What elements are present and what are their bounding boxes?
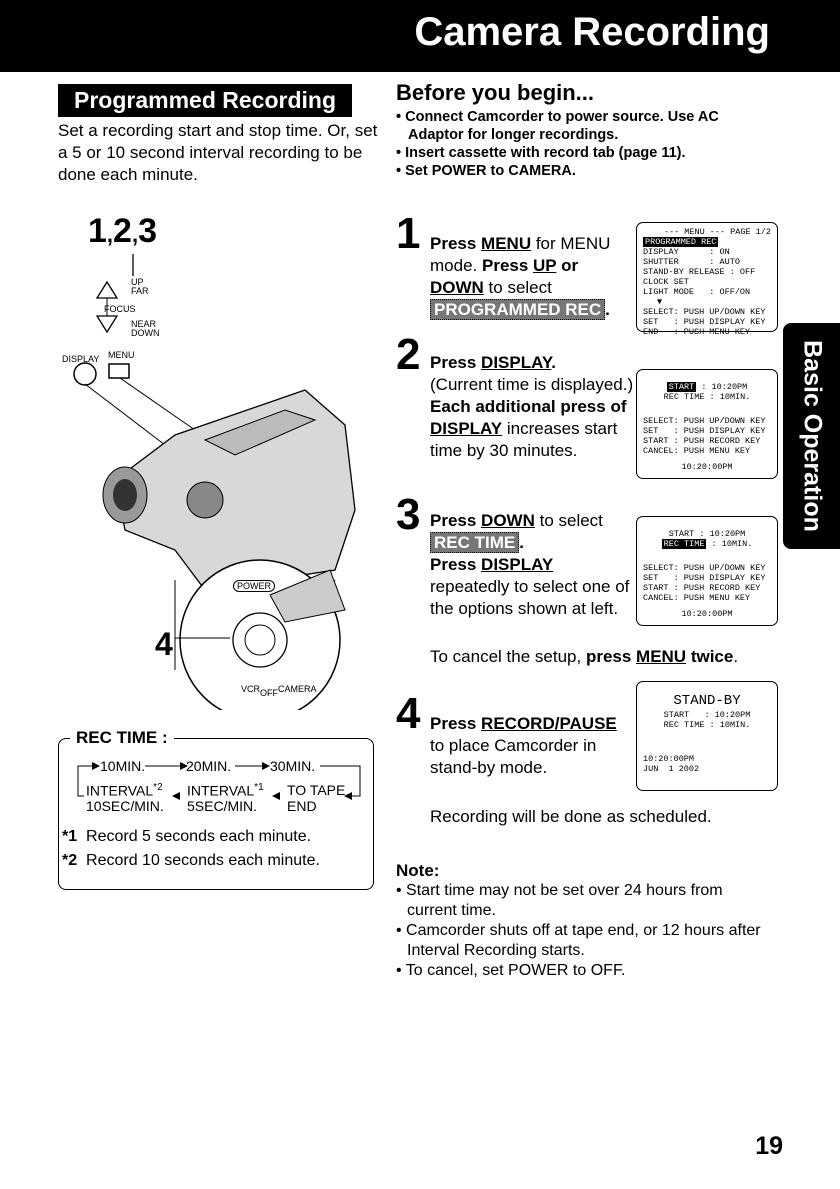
rec-time-box xyxy=(58,738,374,890)
camcorder-illustration xyxy=(73,254,356,710)
step1-number: 1 xyxy=(396,209,421,258)
before-item: Set POWER to CAMERA. xyxy=(396,162,776,180)
step2-number: 2 xyxy=(396,330,421,379)
rec-time-diagram xyxy=(77,762,361,800)
cancel-text: To cancel the setup, press MENU twice. xyxy=(430,647,739,666)
menu-label: MENU xyxy=(108,350,135,360)
steps-label: 1,2,3 xyxy=(88,212,158,250)
step3-text: Press DOWN to select REC TIME. Press DIS… xyxy=(430,511,630,618)
page-number: 19 xyxy=(755,1132,783,1160)
screen-standby: STAND-BY START : 10:20PM REC TIME : 10MI… xyxy=(636,681,778,791)
opt-20min: 20MIN. xyxy=(186,758,232,774)
display-label: DISPLAY xyxy=(62,354,100,364)
header-bar xyxy=(0,0,840,72)
opt-10sec: 10SEC/MIN. xyxy=(86,798,164,814)
screen-start: START : 10:20PM REC TIME : 10MIN. SELECT… xyxy=(636,369,778,479)
before-item: Insert cassette with record tab (page 11… xyxy=(396,144,776,162)
off-label: OFF xyxy=(260,688,278,698)
before-item: Connect Camcorder to power source. Use A… xyxy=(396,108,776,144)
step1-text: Press MENU for MENU mode. Press UP or DO… xyxy=(430,234,611,320)
opt-30min: 30MIN. xyxy=(270,758,316,774)
note-item: To cancel, set POWER to OFF. xyxy=(396,961,776,981)
note-item: Camcorder shuts off at tape end, or 12 h… xyxy=(396,921,776,961)
camera-label: CAMERA xyxy=(278,684,317,694)
note-item: Start time may not be set over 24 hours … xyxy=(396,881,776,921)
side-tab: Basic Operation xyxy=(783,323,840,549)
done-text: Recording will be done as scheduled. xyxy=(430,807,712,826)
opt-interval-10: INTERVAL*2 xyxy=(86,782,163,799)
before-list: Connect Camcorder to power source. Use A… xyxy=(396,108,776,180)
section-description: Set a recording start and stop time. Or,… xyxy=(58,121,378,184)
vcr-label: VCR xyxy=(241,684,261,694)
section-heading: Programmed Recording xyxy=(58,84,352,117)
step3-number: 3 xyxy=(396,490,421,539)
display-button-icon xyxy=(73,362,97,386)
note-title: Note: xyxy=(396,861,440,880)
footnote-1: *1 Record 5 seconds each minute. xyxy=(62,828,312,845)
before-title: Before you begin... xyxy=(396,80,595,105)
focus-label: FOCUS xyxy=(104,304,136,314)
step4-callout: 4 xyxy=(155,626,173,662)
page-title: Camera Recording xyxy=(414,10,770,54)
step4-text: Press RECORD/PAUSE to place Camcorder in… xyxy=(430,714,617,777)
footnote-2: *2 Record 10 seconds each minute. xyxy=(62,852,320,869)
menu-button-icon xyxy=(108,363,130,379)
power-label: POWER xyxy=(233,580,276,592)
opt-10min: 10MIN. xyxy=(100,758,146,774)
up-arrow-icon xyxy=(95,280,119,299)
opt-5sec: 5SEC/MIN. xyxy=(187,798,258,814)
down-arrow-icon xyxy=(95,315,119,334)
note-list: Start time may not be set over 24 hours … xyxy=(396,881,776,981)
screen-menu: --- MENU --- PAGE 1/2 PROGRAMMED REC DIS… xyxy=(636,222,778,337)
step2-text: Press DISPLAY. (Current time is displaye… xyxy=(430,353,634,460)
opt-to-tape: TO TAPE xyxy=(287,782,346,798)
step4-number: 4 xyxy=(396,689,421,738)
rec-time-title: REC TIME : xyxy=(70,728,174,748)
opt-end: END xyxy=(287,798,317,814)
opt-interval-5: INTERVAL*1 xyxy=(187,782,264,799)
screen-rectime: START : 10:20PM REC TIME : 10MIN. SELECT… xyxy=(636,516,778,626)
